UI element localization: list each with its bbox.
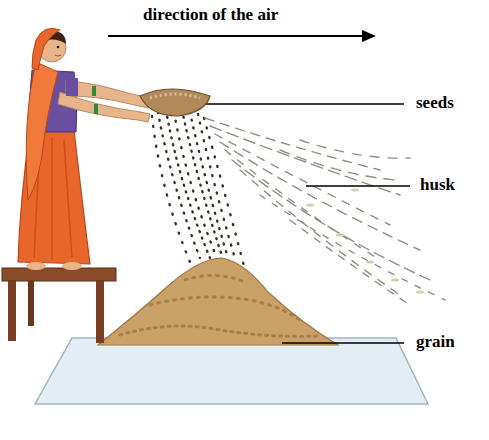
leader-line xyxy=(306,185,410,187)
sheet xyxy=(35,338,428,404)
arrow-head xyxy=(362,30,376,42)
husk-bits xyxy=(306,189,424,294)
leader-line xyxy=(188,103,404,105)
blown-husk xyxy=(205,118,445,305)
stool xyxy=(2,268,116,343)
air-arrow xyxy=(108,35,364,37)
text-label: grain xyxy=(416,333,455,352)
woman xyxy=(18,28,150,270)
text-label: direction of the air xyxy=(143,6,278,25)
winnowing-basket xyxy=(140,89,210,116)
grain-pile xyxy=(98,258,338,345)
leader-line xyxy=(282,342,404,344)
text-label: seeds xyxy=(416,94,454,113)
text-label: husk xyxy=(420,176,455,195)
